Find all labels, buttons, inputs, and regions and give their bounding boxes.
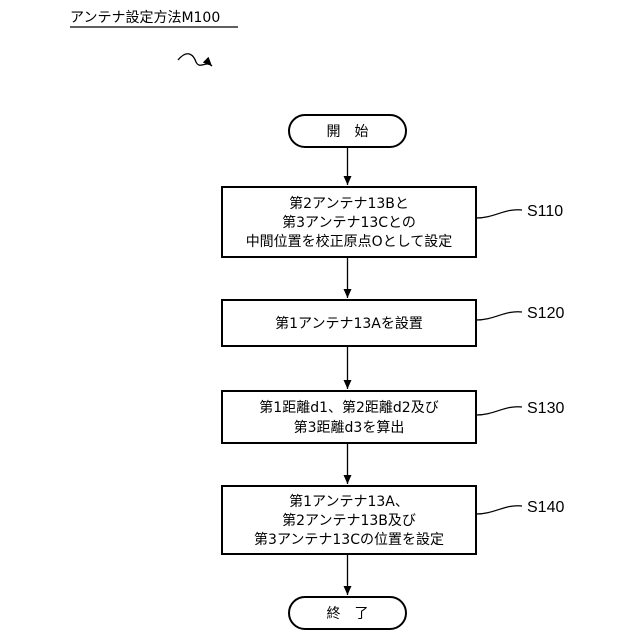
end-label: 終 了 <box>327 606 369 622</box>
step-s120-line-1: 第1アンテナ13Aを設置 <box>275 315 423 332</box>
step-s110-line-1: 第2アンテナ13Bと <box>289 195 409 212</box>
step-s110-line-2: 第3アンテナ13Cとの <box>282 214 416 231</box>
step-s110-line-3: 中間位置を校正原点Oとして設定 <box>246 233 453 250</box>
step-s130-line-1: 第1距離d1、第2距離d2及び <box>259 399 438 416</box>
step-s120-label: S120 <box>527 305 564 322</box>
step-s140-line-2: 第2アンテナ13B及び <box>282 512 416 529</box>
diagram-title: アンテナ設定方法M100 <box>70 10 220 26</box>
start-label: 開 始 <box>327 124 369 140</box>
step-s140-line-1: 第1アンテナ13A、 <box>289 493 409 510</box>
step-s130-line-2: 第3距離d3を算出 <box>294 419 405 436</box>
step-s140-line-3: 第3アンテナ13Cの位置を設定 <box>254 531 444 548</box>
step-s110-leader <box>476 210 522 218</box>
step-s130-label: S130 <box>527 400 564 417</box>
title-pointer-arrow <box>178 54 212 66</box>
step-s120-leader <box>476 312 522 320</box>
step-s110-label: S110 <box>527 203 563 220</box>
step-s130-leader <box>476 407 522 415</box>
step-s140-label: S140 <box>527 499 564 516</box>
step-s140-leader <box>476 506 522 514</box>
